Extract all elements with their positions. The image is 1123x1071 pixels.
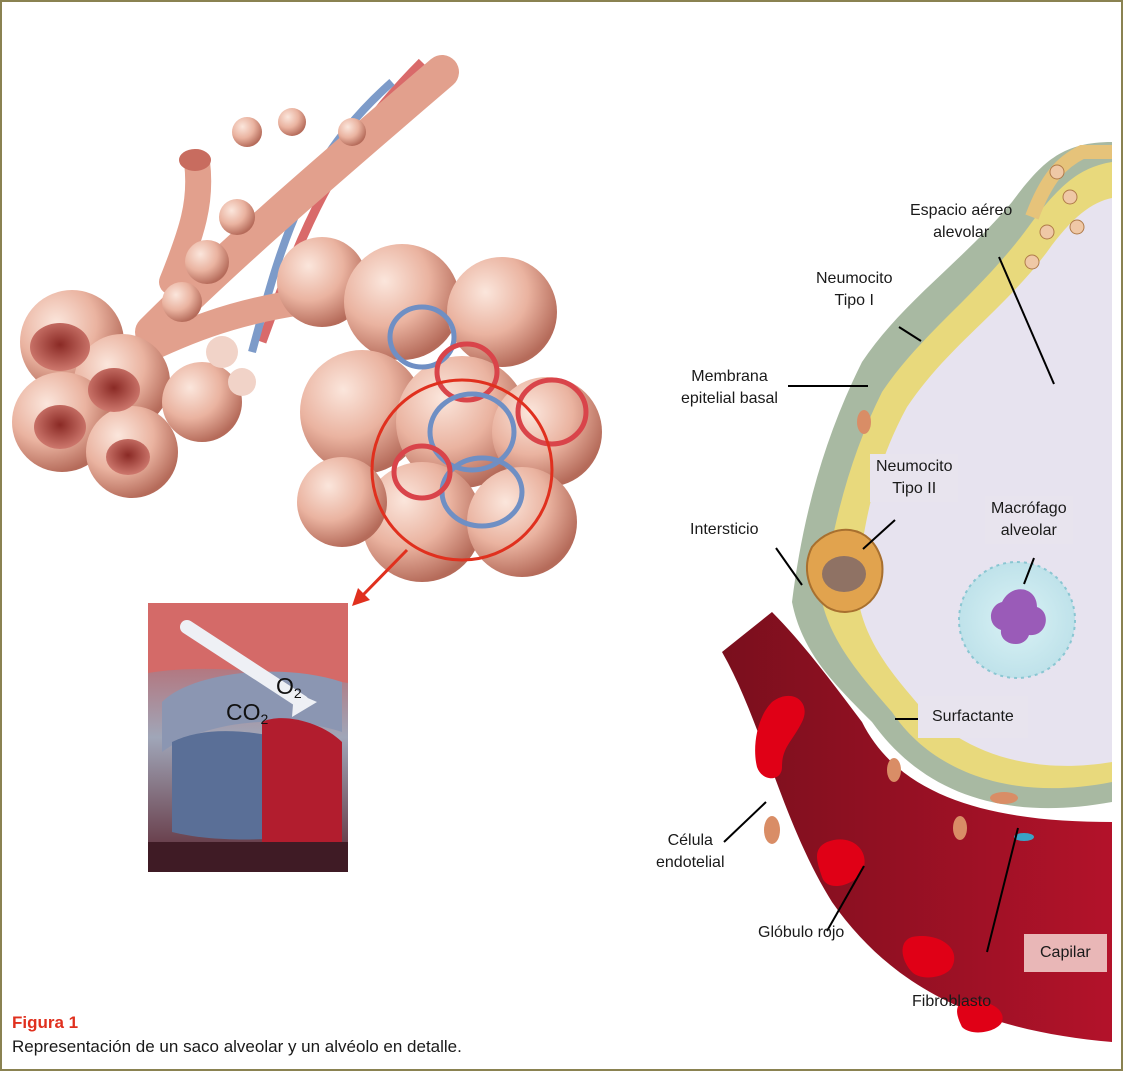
figure-title: Figura 1 [12,1012,462,1034]
label-globulo-rojo: Glóbulo rojo [758,922,844,944]
o2-label: O2 [276,673,302,701]
macrophage-drawing [959,562,1075,678]
label-intersticio: Intersticio [690,519,758,541]
figure-caption: Figura 1 Representación de un saco alveo… [12,1012,462,1058]
figure-description: Representación de un saco alveolar y un … [12,1036,462,1058]
co2-label: CO2 [226,699,268,727]
alveolus-inset [148,603,348,872]
alveolus-detail-drawing [722,142,1112,1042]
label-surfactante: Surfactante [918,696,1028,738]
label-capilar: Capilar [1024,934,1107,972]
label-fibroblasto: Fibroblasto [912,991,991,1013]
alveolar-sac-drawing [12,62,602,606]
